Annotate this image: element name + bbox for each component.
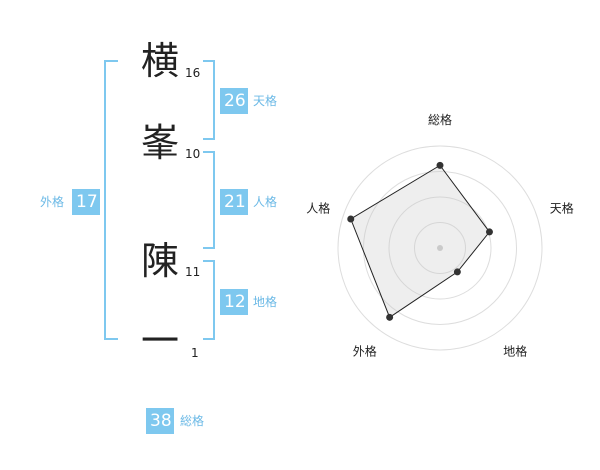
radar-ring-2 [388, 196, 492, 300]
stroke-count-1: 16 [185, 66, 201, 80]
stroke-count-2: 10 [185, 147, 201, 161]
radar-point-5 [347, 215, 355, 223]
name-char-1: 横 [140, 39, 179, 83]
name-char-4: 一 [140, 319, 179, 363]
radar-point-3 [453, 268, 461, 276]
chikaku-label: 地格 [253, 295, 278, 309]
radar-point-1 [436, 161, 444, 169]
radar-axis-label-3: 地格 [503, 344, 527, 359]
radar-ring-4 [337, 145, 543, 351]
chikaku-badge: 12 [220, 289, 248, 315]
radar-axis-label-1: 総格 [428, 112, 452, 127]
jinkaku-label: 人格 [253, 195, 278, 209]
radar-axis-label-4: 外格 [353, 344, 377, 359]
gaikaku-badge: 17 [72, 189, 100, 215]
name-char-2: 峯 [140, 121, 179, 165]
radar-axis-label-2: 天格 [550, 200, 574, 215]
radar-point-2 [485, 228, 493, 236]
gaikaku-label: 外格 [40, 195, 65, 209]
stroke-count-4: 1 [191, 346, 199, 360]
tenkaku-label: 天格 [253, 94, 278, 108]
name-char-3: 陳 [140, 239, 179, 283]
jinkaku-bracket [203, 151, 215, 249]
jinkaku-badge: 21 [220, 189, 248, 215]
soukaku-badge: 38 [146, 408, 174, 434]
chikaku-bracket [203, 260, 215, 340]
radar-point-4 [386, 313, 394, 321]
soukaku-label: 総格 [180, 414, 205, 428]
radar-axis-label-5: 人格 [306, 200, 330, 215]
tenkaku-bracket [203, 60, 215, 140]
radar-ring-3 [363, 171, 517, 325]
radar-ring-1 [414, 222, 466, 274]
stroke-count-3: 11 [185, 265, 201, 279]
tenkaku-badge: 26 [220, 88, 248, 114]
gaikaku-bracket [104, 60, 118, 340]
radar-series-shape [350, 164, 491, 319]
radar-center [437, 245, 443, 251]
